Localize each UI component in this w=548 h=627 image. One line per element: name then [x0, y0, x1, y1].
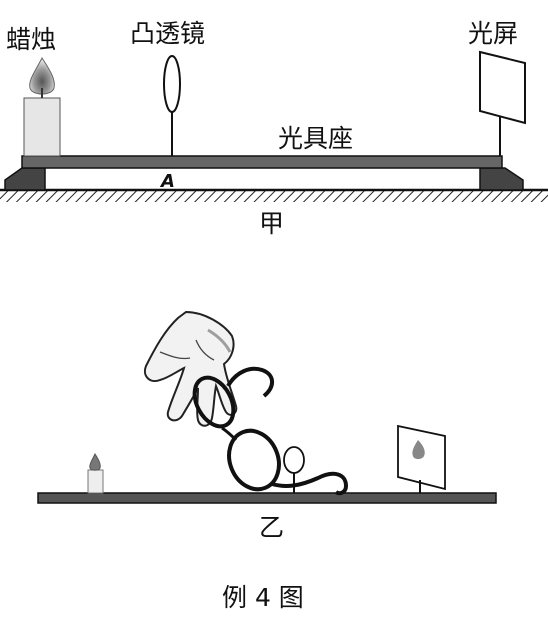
glasses-lens-upper — [192, 375, 236, 429]
convex-lens — [163, 55, 181, 156]
lens-label: 凸透镜 — [130, 19, 205, 48]
figure-b: 乙 — [37, 310, 497, 542]
candle-b-flame — [89, 453, 101, 471]
glasses-temple-lower — [271, 471, 349, 496]
ground-hatch — [0, 190, 548, 202]
candle — [23, 57, 61, 157]
hand-fold-1 — [159, 351, 191, 360]
figure-a: 蜡烛 凸透镜 光屏 光具座 A 甲 — [0, 19, 548, 238]
candle-label: 蜡烛 — [6, 25, 56, 54]
glasses-lens-lower — [227, 428, 281, 492]
hand-drawing — [144, 310, 238, 427]
bench-support-left — [4, 167, 46, 191]
glasses-temple-upper — [226, 366, 274, 398]
light-screen-b — [397, 424, 446, 493]
eyeglasses — [192, 366, 349, 496]
figure-caption: 例 4 图 — [222, 583, 304, 612]
figure-a-caption: 甲 — [259, 209, 284, 238]
screen-label: 光屏 — [468, 19, 518, 48]
hand-holding-glasses — [144, 310, 238, 427]
screen-b-image — [412, 440, 425, 459]
figure-b-caption: 乙 — [259, 513, 284, 542]
candle-b-body — [87, 469, 104, 494]
light-screen — [479, 50, 526, 156]
candle-body — [23, 97, 61, 157]
hand-fold-2 — [195, 339, 215, 361]
candle-b — [87, 453, 104, 494]
convex-lens-b — [283, 446, 305, 493]
optical-bench — [21, 155, 503, 169]
lens-b-body — [283, 446, 305, 474]
screen-panel — [479, 50, 526, 125]
bench-label: 光具座 — [278, 124, 353, 153]
point-a-label: A — [159, 171, 175, 192]
optical-bench-b — [37, 492, 497, 504]
lens-body — [163, 55, 181, 113]
hand-shadow — [207, 328, 232, 353]
bench-support-right — [479, 167, 524, 191]
